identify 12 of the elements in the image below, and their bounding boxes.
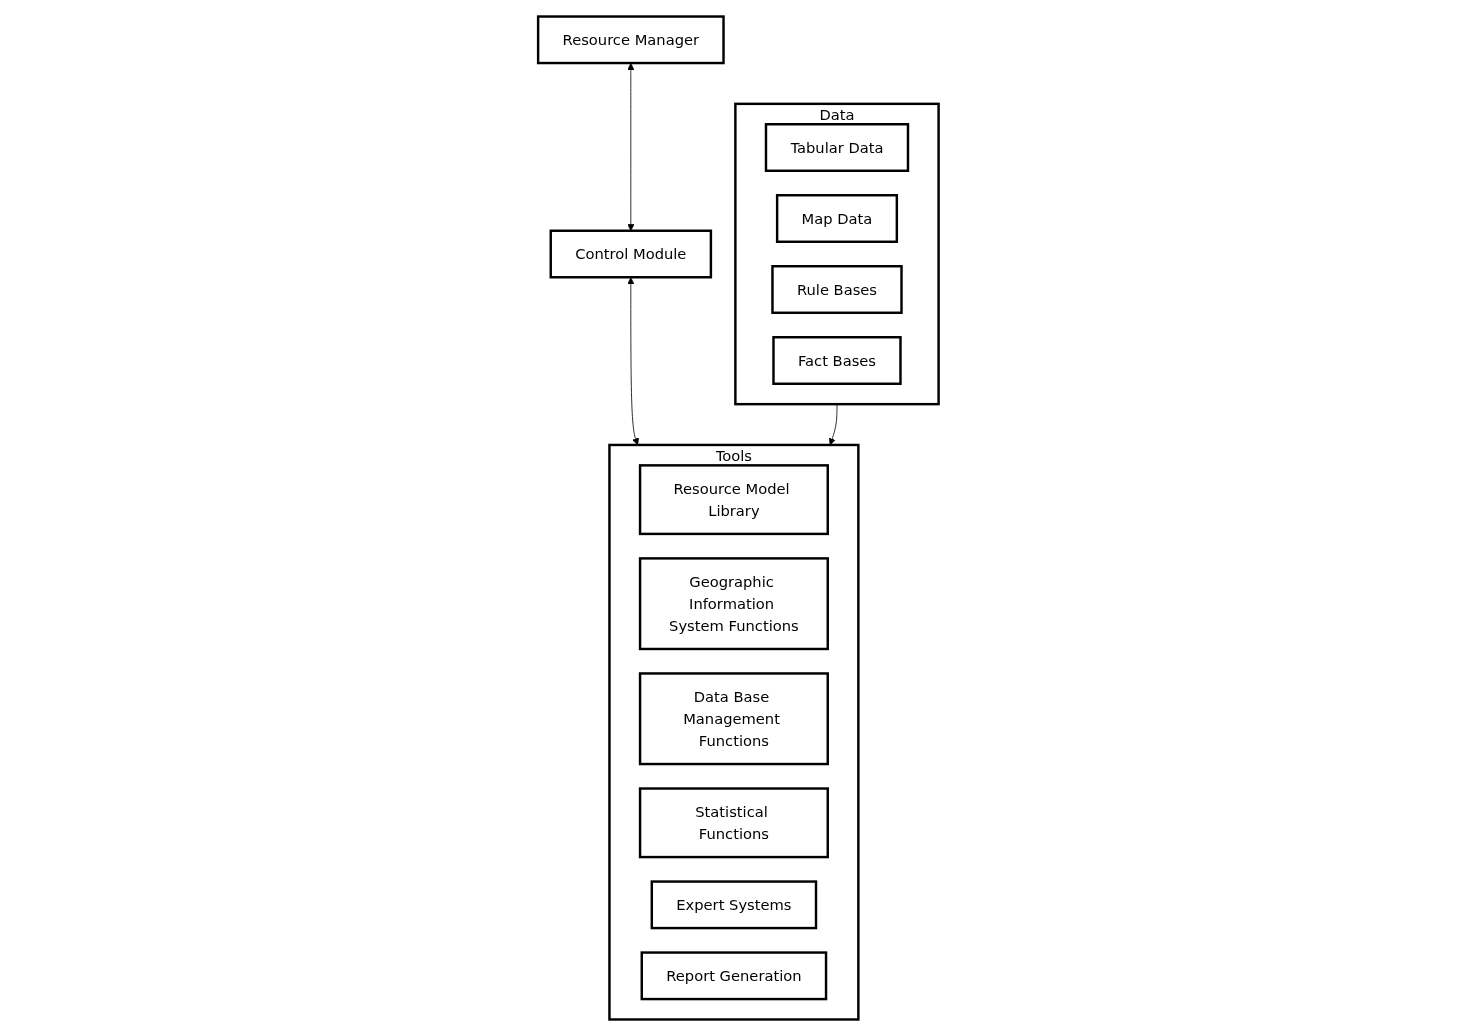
node-box: Control Module [549,229,712,279]
node-box: Expert Systems [650,880,817,930]
node-box: Fact Bases [771,336,902,385]
node-box: Data Base Management Functions [638,672,829,766]
node-box: Resource Model Library [638,464,829,536]
node-box: Map Data [775,194,898,243]
node-box: Report Generation [640,951,827,1001]
node-box: Resource Manager [536,15,725,65]
node-box: Geographic Information System Functions [638,557,829,651]
node-box: Statistical Functions [638,787,829,859]
node-box: Rule Bases [770,265,903,314]
node-box: Tabular Data [764,123,909,172]
